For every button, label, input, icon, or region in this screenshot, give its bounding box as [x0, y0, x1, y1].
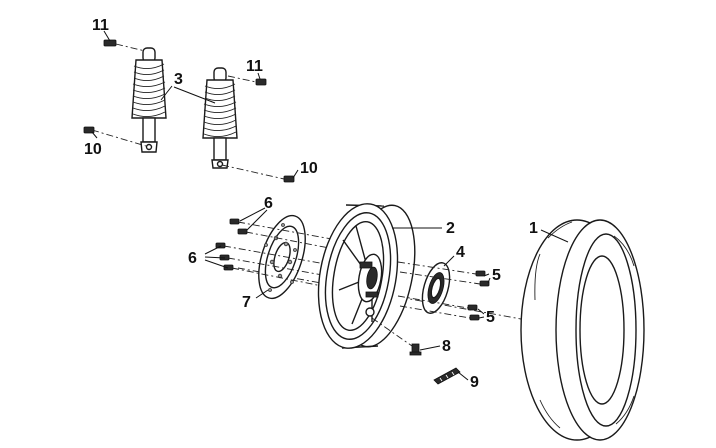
callout-4: 4 — [456, 244, 465, 261]
upper-mount-bolt-left — [103, 39, 146, 52]
callout-10-right: 10 — [300, 160, 318, 177]
callout-3: 3 — [174, 71, 183, 88]
callout-5-bottom: 5 — [486, 309, 495, 326]
callout-10-left: 10 — [84, 141, 102, 158]
callout-1: 1 — [529, 220, 538, 237]
callout-2: 2 — [446, 220, 455, 237]
upper-mount-bolt-right — [227, 75, 267, 86]
brake-sensor-plate — [421, 262, 451, 314]
callout-9: 9 — [470, 374, 479, 391]
shock-absorber-left — [131, 47, 167, 153]
lower-mount-bolt-left — [83, 126, 147, 147]
callout-7: 7 — [242, 294, 251, 311]
shock-absorber-right — [202, 67, 238, 169]
callout-6-top: 6 — [264, 195, 273, 212]
callout-5-top: 5 — [492, 267, 501, 284]
rim-bolts — [397, 261, 490, 321]
balance-weight — [433, 367, 461, 385]
callout-8: 8 — [442, 338, 451, 355]
valve — [371, 317, 422, 356]
axle-centerline — [237, 267, 561, 327]
callout-11-left: 11 — [92, 17, 109, 34]
callout-11-right: 11 — [246, 58, 263, 75]
tire — [520, 219, 645, 441]
wheel-rim — [317, 203, 416, 349]
leader-lines — [91, 30, 569, 381]
callout-6-left: 6 — [188, 250, 197, 267]
brake-disc — [258, 214, 306, 300]
lower-mount-bolt-right — [221, 164, 295, 183]
